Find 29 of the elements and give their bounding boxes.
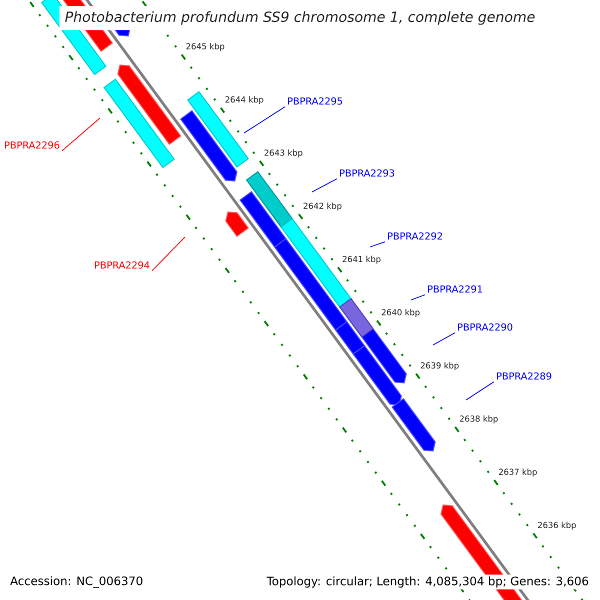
tick-label: 2639 kbp <box>420 362 459 370</box>
tick-label: 2644 kbp <box>225 96 264 104</box>
leader-line <box>432 332 456 346</box>
gene-label: PBPRA2296 <box>5 141 60 149</box>
gene-label: PBPRA2295 <box>288 97 342 105</box>
tick-label: 2636 kbp <box>538 522 576 530</box>
tick-label: 2645 kbp <box>186 42 224 51</box>
tick-label: 2643 kbp <box>264 149 302 158</box>
leader-line <box>312 178 338 192</box>
leader-line <box>370 241 386 248</box>
tick-label: 2640 kbp <box>382 308 420 317</box>
gene-label: PBPRA2293 <box>340 169 394 177</box>
gene-label: PBPRA2290 <box>458 323 512 331</box>
gene-label: PBPRA2291 <box>428 285 482 293</box>
leader-line <box>62 118 100 152</box>
tick-label: 2642 kbp <box>304 202 342 211</box>
gene-label: PBPRA2289 <box>497 372 552 380</box>
gene-label: PBPRA2294 <box>95 261 150 269</box>
leader-line <box>152 236 186 272</box>
tick-label: 2637 kbp <box>498 468 537 477</box>
leader-line <box>466 381 494 400</box>
leader-line <box>410 294 426 300</box>
accession-text: Accession: NC_006370 <box>8 574 145 590</box>
gene-label: PBPRA2292 <box>388 232 442 240</box>
tick-label: 2638 kbp <box>460 415 498 424</box>
genome-info: Topology: circular; Length: 4,085,304 bp; Genes: 3,606 <box>264 574 591 590</box>
leader-line <box>244 106 286 134</box>
tick-label: 2641 kbp <box>342 256 381 264</box>
title: Photobacterium profundum SS9 chromosome 1, complete genome <box>59 6 541 30</box>
